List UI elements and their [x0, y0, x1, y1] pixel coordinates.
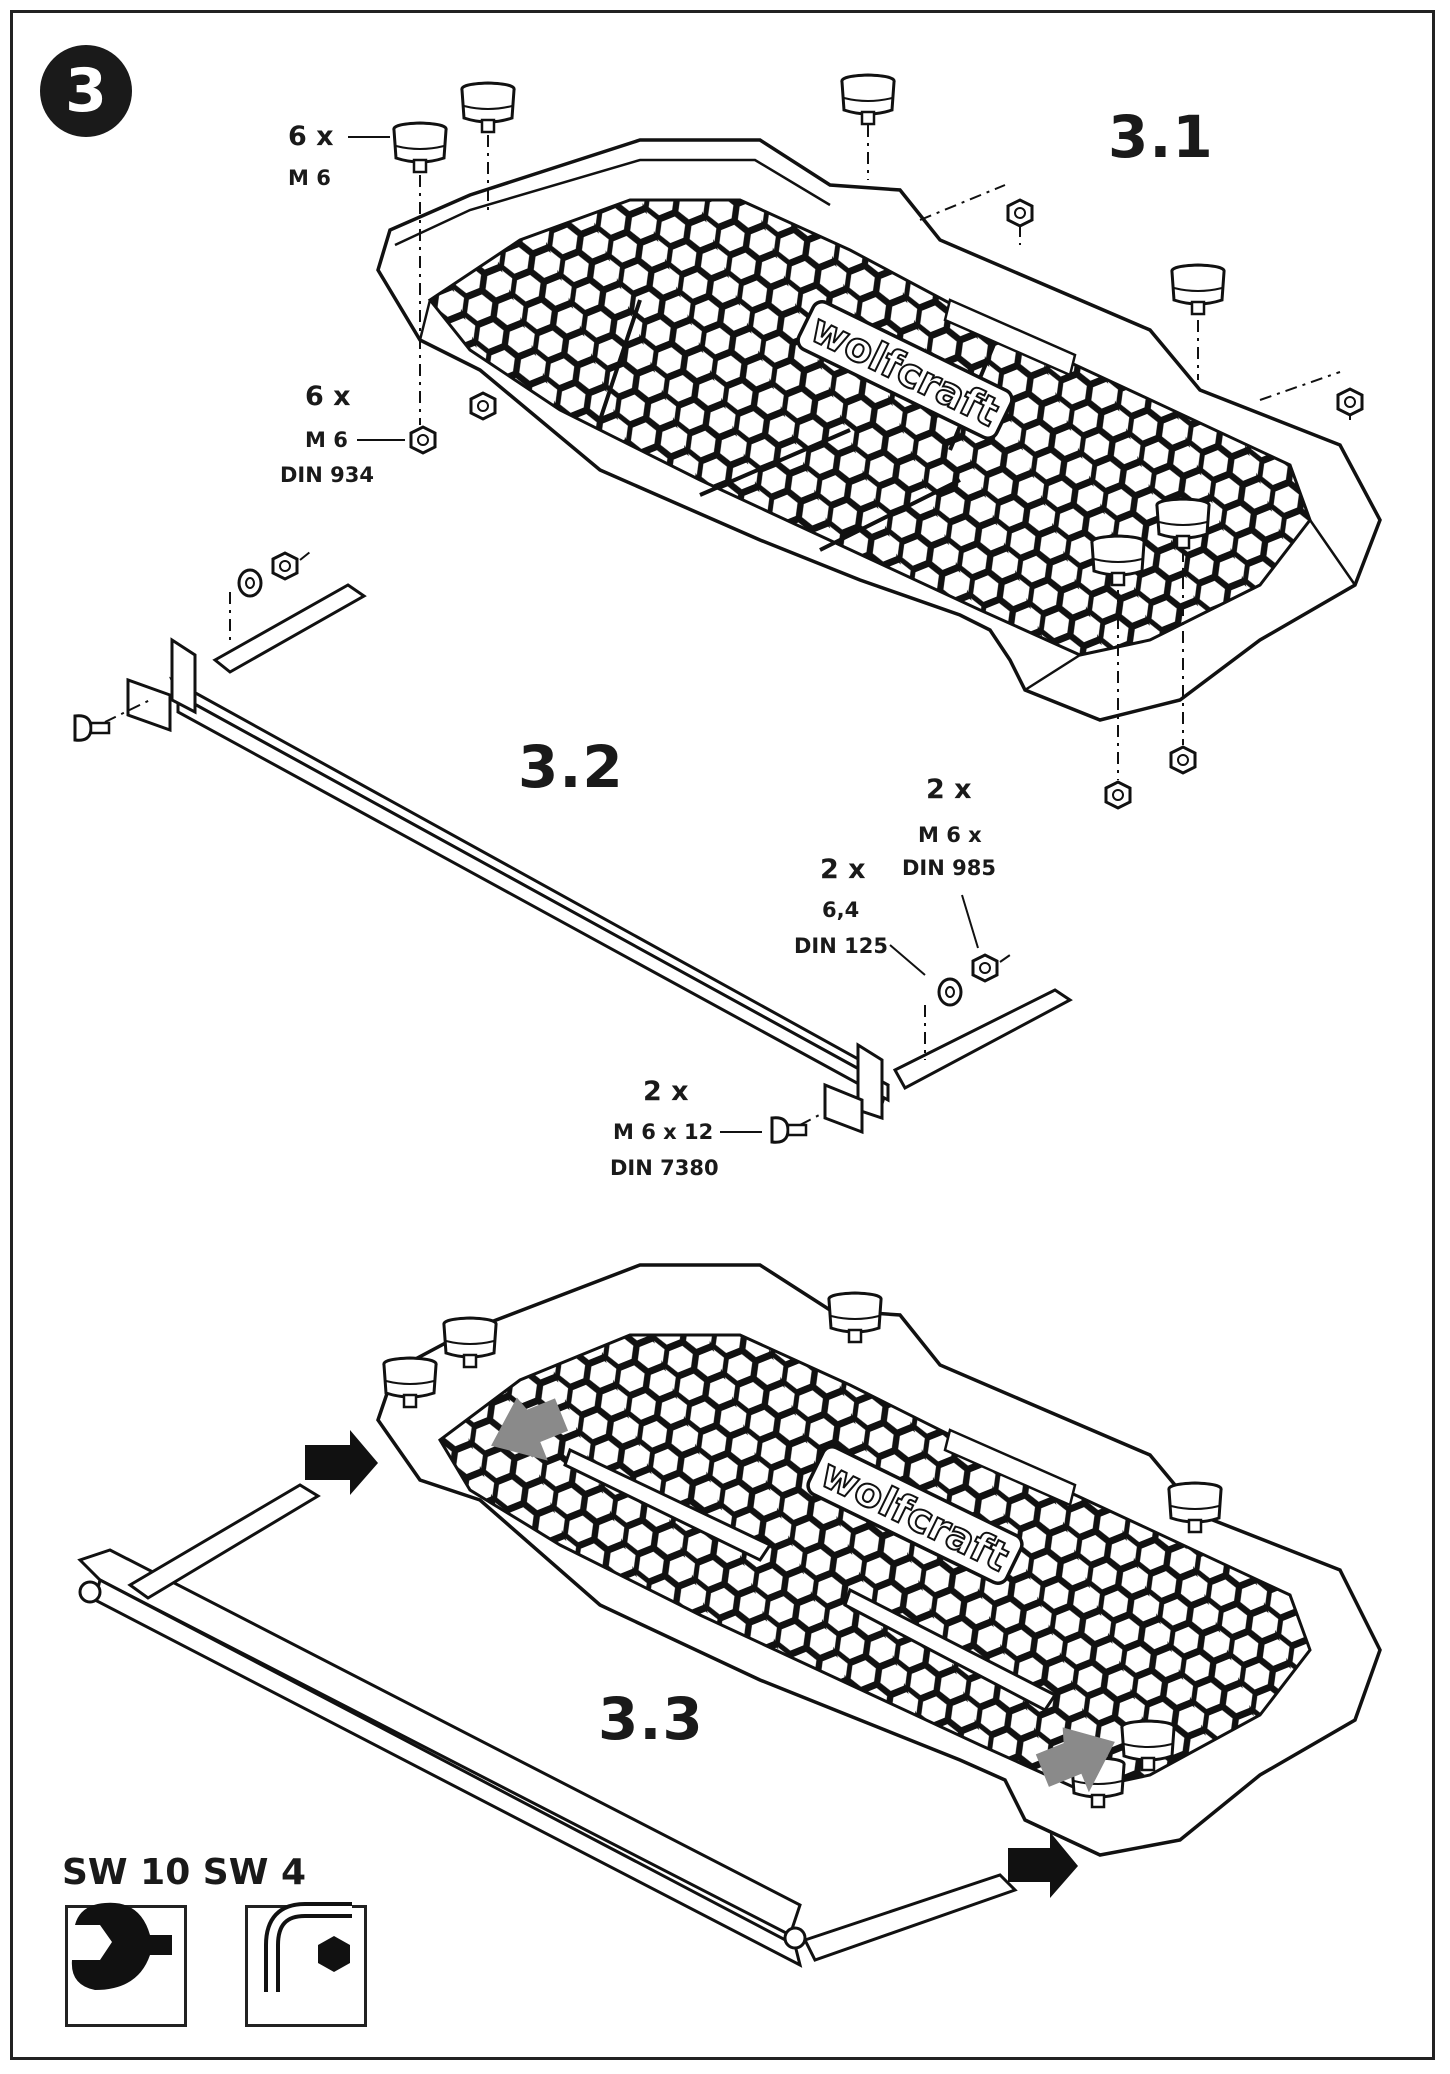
nut-qty-label: 6 x	[305, 381, 351, 412]
washer-right	[937, 977, 963, 1007]
hex-key-tool-box	[245, 1905, 367, 2027]
nut-5	[1169, 745, 1197, 775]
washer-size-label: 6,4	[822, 898, 860, 922]
insert-arrow-left	[305, 1430, 378, 1495]
substep-3-1-label: 3.1	[1108, 103, 1214, 171]
knob-qty-label: 6 x	[288, 121, 334, 152]
nut-6	[1104, 780, 1132, 810]
washer-qty-label: 2 x	[820, 854, 866, 885]
guide-rail	[126, 583, 1073, 1135]
slide-arrow-right	[1035, 1727, 1115, 1793]
nut-din-label: DIN 934	[280, 463, 374, 487]
knob-2	[460, 81, 516, 134]
screw-size-label: M 6 x 12	[613, 1120, 714, 1144]
nut-4	[409, 425, 437, 455]
base-plate-top: wolfcraft	[376, 138, 1382, 722]
nut-1	[1006, 198, 1034, 228]
screw-right	[770, 1116, 808, 1144]
screw-left	[73, 714, 111, 742]
axis-lines-32	[104, 551, 1011, 1126]
nut-size-label: M 6	[305, 428, 348, 452]
knob-size-label: M 6	[288, 166, 331, 190]
axis-lines-31	[419, 125, 1351, 780]
locknut-din-label: DIN 985	[902, 856, 996, 880]
washer-left	[237, 568, 263, 598]
step-number-badge: 3	[40, 45, 132, 137]
locknut-right	[971, 953, 999, 983]
page-frame	[10, 10, 1435, 2060]
locknut-size-label: M 6 x	[918, 823, 982, 847]
slide-arrow-left	[491, 1397, 569, 1461]
wrench-tool-box	[65, 1905, 187, 2027]
tools-header: SW 10 SW 4	[62, 1852, 307, 1893]
washer-din-label: DIN 125	[794, 934, 888, 958]
insert-arrow-right	[1008, 1832, 1078, 1898]
nut-3	[469, 391, 497, 421]
locknut-left	[271, 551, 299, 581]
substep-3-3-label: 3.3	[598, 1685, 704, 1753]
screw-din-label: DIN 7380	[610, 1156, 719, 1180]
knob-4	[1170, 263, 1226, 316]
substep-3-2-label: 3.2	[518, 733, 624, 801]
knob-3	[840, 73, 896, 126]
nut-2	[1336, 387, 1364, 417]
base-plate-assembled: wolfcraft	[376, 1263, 1382, 1857]
knob-1	[392, 121, 448, 174]
locknut-qty-label: 2 x	[926, 774, 972, 805]
screw-qty-label: 2 x	[643, 1076, 689, 1107]
mounted-rail	[77, 1483, 1018, 1968]
